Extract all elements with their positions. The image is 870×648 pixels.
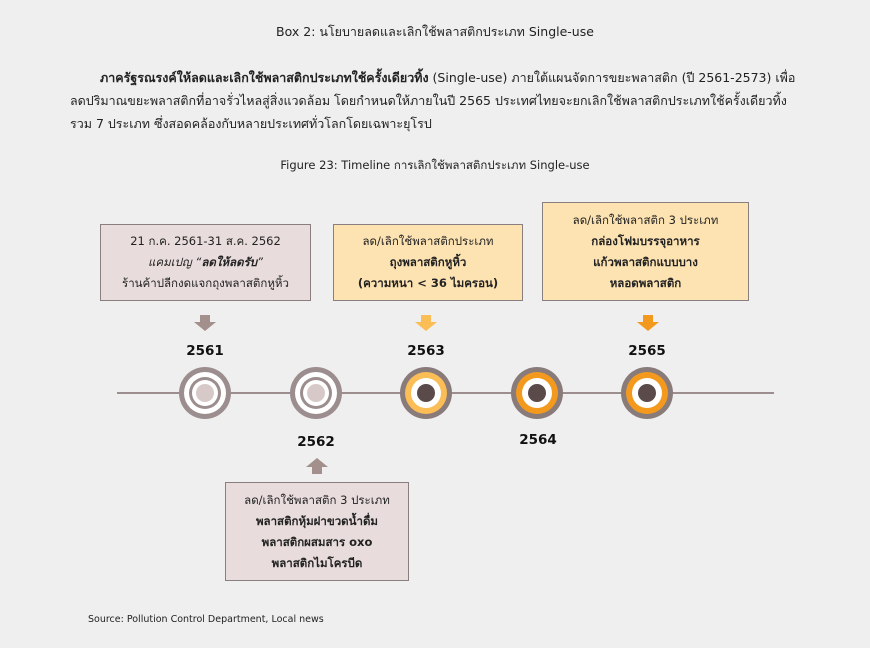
- figure-title: Figure 23: Timeline การเลิกใช้พลาสติกประ…: [280, 158, 590, 172]
- year-label-2565: 2565: [628, 343, 666, 359]
- note-2562-item: พลาสติกหุ้มฝาขวดน้ำดื่ม: [255, 513, 379, 528]
- note-2562-item: พลาสติกผสมสาร oxo: [261, 534, 373, 549]
- down-arrow-icon: [194, 315, 216, 331]
- note-2565-item: แก้วพลาสติกแบบบาง: [593, 254, 698, 269]
- note-2561: 21 ก.ค. 2561-31 ส.ค. 2562 แคมเปญ “ลดให้ล…: [100, 224, 311, 301]
- note-2562: ลด/เลิกใช้พลาสติก 3 ประเภท พลาสติกหุ้มฝา…: [225, 482, 409, 581]
- timeline-node-2564: [511, 367, 563, 419]
- note-2563-item: ถุงพลาสติกหูหิ้ว: [389, 255, 467, 269]
- year-label-2563: 2563: [407, 343, 445, 359]
- note-2561-detail: ร้านค้าปลีกงดแจกถุงพลาสติกหูหิ้ว: [122, 276, 289, 290]
- up-arrow-icon: [306, 458, 328, 474]
- down-arrow-icon: [415, 315, 437, 331]
- source-note: Source: Pollution Control Department, Lo…: [88, 614, 324, 625]
- timeline-node-2565: [621, 367, 673, 419]
- note-2563-item: (ความหนา < 36 ไมครอน): [357, 276, 499, 290]
- timeline-node-2563: [400, 367, 452, 419]
- year-label-2564: 2564: [519, 432, 557, 448]
- down-arrow-icon: [637, 315, 659, 331]
- note-2561-date: 21 ก.ค. 2561-31 ส.ค. 2562: [130, 234, 281, 248]
- box-title: Box 2: นโยบายลดและเลิกใช้พลาสติกประเภท S…: [276, 24, 594, 39]
- timeline-node-2561: [179, 367, 231, 419]
- intro-text: (Single-use) ภายใต้แผนจัดการขยะพลาสติก (…: [70, 70, 796, 131]
- year-label-2562: 2562: [297, 434, 335, 450]
- note-2561-campaign: แคมเปญ “ลดให้ลดรับ”: [148, 255, 263, 269]
- note-2565-item: หลอดพลาสติก: [609, 275, 682, 290]
- note-2565-heading: ลด/เลิกใช้พลาสติก 3 ประเภท: [572, 212, 719, 227]
- note-2563-heading: ลด/เลิกใช้พลาสติกประเภท: [362, 234, 494, 248]
- campaign-name: ลดให้ลดรับ: [201, 255, 258, 269]
- note-2565: ลด/เลิกใช้พลาสติก 3 ประเภท กล่องโฟมบรรจุ…: [542, 202, 749, 301]
- intro-paragraph: ภาครัฐรณรงค์ให้ลดและเลิกใช้พลาสติกประเภท…: [70, 66, 810, 135]
- note-2563: ลด/เลิกใช้พลาสติกประเภท ถุงพลาสติกหูหิ้ว…: [333, 224, 523, 301]
- year-label-2561: 2561: [186, 343, 224, 359]
- note-2562-item: พลาสติกไมโครบีด: [271, 555, 363, 570]
- timeline-node-2562: [290, 367, 342, 419]
- note-2565-item: กล่องโฟมบรรจุอาหาร: [591, 233, 700, 248]
- note-2562-heading: ลด/เลิกใช้พลาสติก 3 ประเภท: [244, 492, 390, 507]
- intro-lead: ภาครัฐรณรงค์ให้ลดและเลิกใช้พลาสติกประเภท…: [100, 70, 429, 85]
